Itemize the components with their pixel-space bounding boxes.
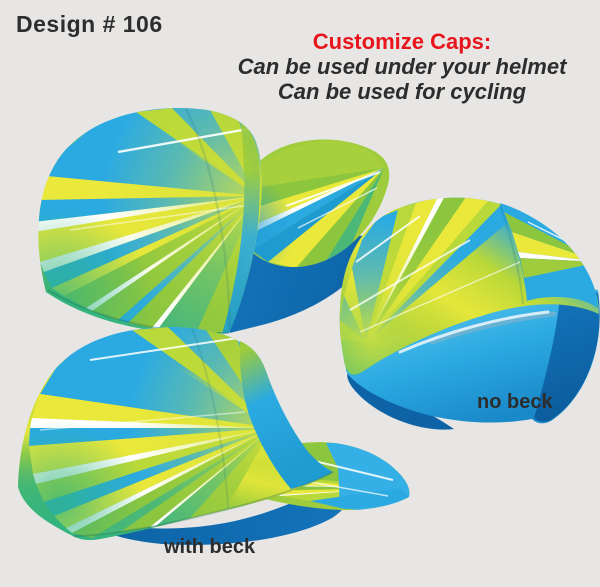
- promo-text-block: Customize Caps: Can be used under your h…: [202, 29, 600, 104]
- cap2-band: [345, 287, 600, 424]
- promo-line-1: Can be used under your helmet: [237, 54, 567, 79]
- label-no-beck: no beck: [477, 391, 553, 413]
- cap1-dome: [38, 108, 262, 334]
- cap2-lining-sliver: [429, 311, 557, 345]
- cap3-side-panel: [239, 341, 333, 489]
- cap3-underside: [80, 470, 355, 545]
- cap3-bottom-seam: [72, 471, 334, 537]
- cap-with-beck: [18, 326, 410, 545]
- design-number: Design # 106: [16, 11, 163, 37]
- cap2-white-sliver: [398, 310, 550, 354]
- promo-line-2: Can be used for cycling: [277, 79, 527, 104]
- promo-title: Customize Caps:: [312, 29, 492, 54]
- label-with-beck: with beck: [164, 536, 256, 558]
- cap2-band-shadow-right: [534, 290, 600, 422]
- cap2-seam: [499, 203, 524, 305]
